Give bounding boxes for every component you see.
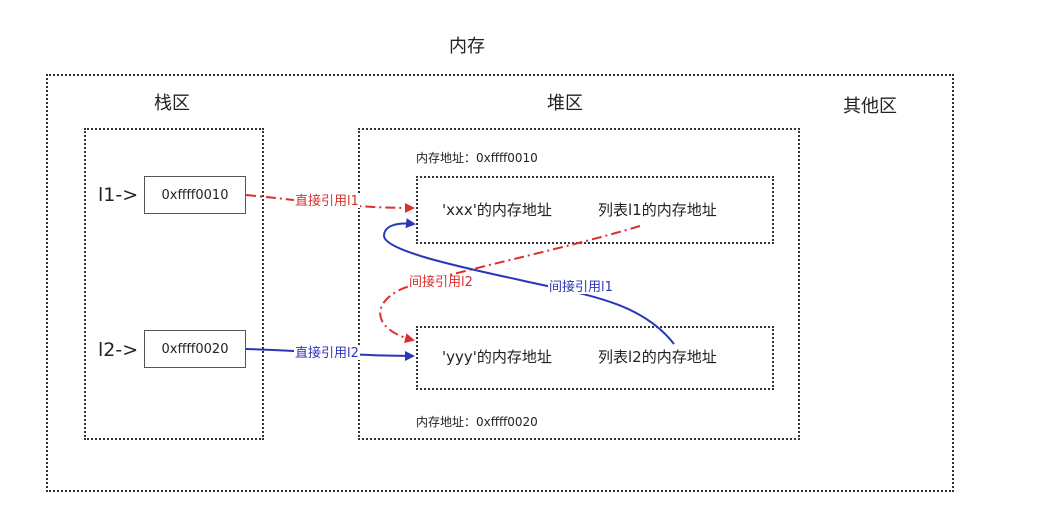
heap-object-1 <box>416 176 774 244</box>
stack-var-l2-address: 0xffff0020 <box>144 330 246 368</box>
arrow-indirect-l1 <box>382 218 675 345</box>
label-indirect-l2: 间接引用l2 <box>408 275 474 290</box>
label-direct-l1: 直接引用l1 <box>294 194 360 209</box>
heap-region-title: 堆区 <box>547 93 583 114</box>
stack-var-l1-name: l1-> <box>98 184 139 206</box>
heap-object-2-address: 内存地址：0xffff0020 <box>416 415 538 429</box>
label-direct-l2: 直接引用l2 <box>294 346 360 361</box>
heap-object-1-second-cell: 列表l1的内存地址 <box>598 201 717 219</box>
stack-var-l1-address: 0xffff0010 <box>144 176 246 214</box>
heap-object-1-address: 内存地址：0xffff0010 <box>416 151 538 165</box>
memory-container <box>46 74 954 492</box>
heap-object-2 <box>416 326 774 390</box>
heap-region <box>358 128 800 440</box>
heap-object-2-second-cell: 列表l2的内存地址 <box>598 348 717 366</box>
memory-title: 内存 <box>449 36 485 57</box>
other-region-label: 其他区 <box>843 96 897 117</box>
stack-region-title: 栈区 <box>154 93 190 114</box>
heap-object-2-first-cell: 'yyy'的内存地址 <box>442 348 552 366</box>
stack-var-l2-name: l2-> <box>98 339 139 361</box>
label-indirect-l1: 间接引用l1 <box>548 280 614 295</box>
heap-object-1-first-cell: 'xxx'的内存地址 <box>442 201 552 219</box>
stack-region <box>84 128 264 440</box>
